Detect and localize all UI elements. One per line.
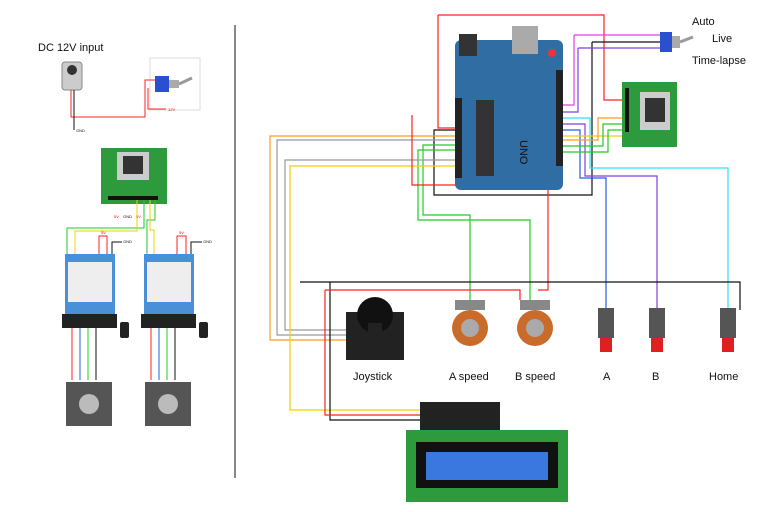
wire-green-b [146,200,156,254]
driver-b-5v-wire [176,235,187,254]
joystick-module[interactable] [346,297,404,360]
motor-wires [71,328,176,380]
button-b-label: B [652,371,659,383]
arduino-uno-board [455,26,563,190]
button-home[interactable] [720,308,736,352]
dc-jack [61,61,83,91]
driver-b-5v-label: 5V [179,230,184,235]
jack-gnd-label: GND [76,128,85,133]
stepper-driver-a [62,254,117,328]
driver-a-5v-label: 5V [101,230,106,235]
a-speed-label: A speed [449,371,489,383]
rj45-breakout-right [622,82,677,147]
rj45-breakout-left [101,148,167,204]
capacitor-b [199,322,208,338]
mode-toggle-switch[interactable] [660,32,694,52]
right-wires [269,14,741,421]
joystick-label: Joystick [353,371,393,383]
wire-yellow-b [149,200,155,254]
power-input-label: DC 12V input [38,42,103,54]
mode-live-label: Live [712,33,732,45]
b-speed-label: B speed [515,371,555,383]
mode-timelapse-label: Time-lapse [692,55,746,67]
board-label: UNO [517,140,529,165]
driver-b-gnd-label: GND [203,239,212,244]
stepper-motor-b [145,382,191,426]
stepper-driver-b [141,254,196,328]
wire-12v [70,79,155,118]
stepper-motor-a [66,382,112,426]
rj45-5v-label: 5V [114,214,119,219]
switch-12v-label: 12V [168,107,175,112]
lcd-display [406,402,568,502]
driver-a-5v-wire [98,235,108,254]
wire-yellow-a [74,200,138,254]
wire-green-a [66,200,145,254]
b-speed-potentiometer[interactable] [517,300,553,346]
capacitor-a [120,322,129,338]
driver-a-gnd-label: GND [123,239,132,244]
wire-12v-out [147,88,166,110]
rj45-5v2-label: 5V [136,214,141,219]
button-home-label: Home [709,371,738,383]
button-a-label: A [603,371,611,383]
button-b[interactable] [649,308,665,352]
mode-auto-label: Auto [692,16,715,28]
button-a[interactable] [598,308,614,352]
driver-a-gnd-wire [111,241,122,254]
rj45-gnd-label: GND [123,214,132,219]
power-toggle-switch[interactable] [155,76,193,92]
a-speed-potentiometer[interactable] [452,300,488,346]
driver-b-gnd-wire [190,241,202,254]
